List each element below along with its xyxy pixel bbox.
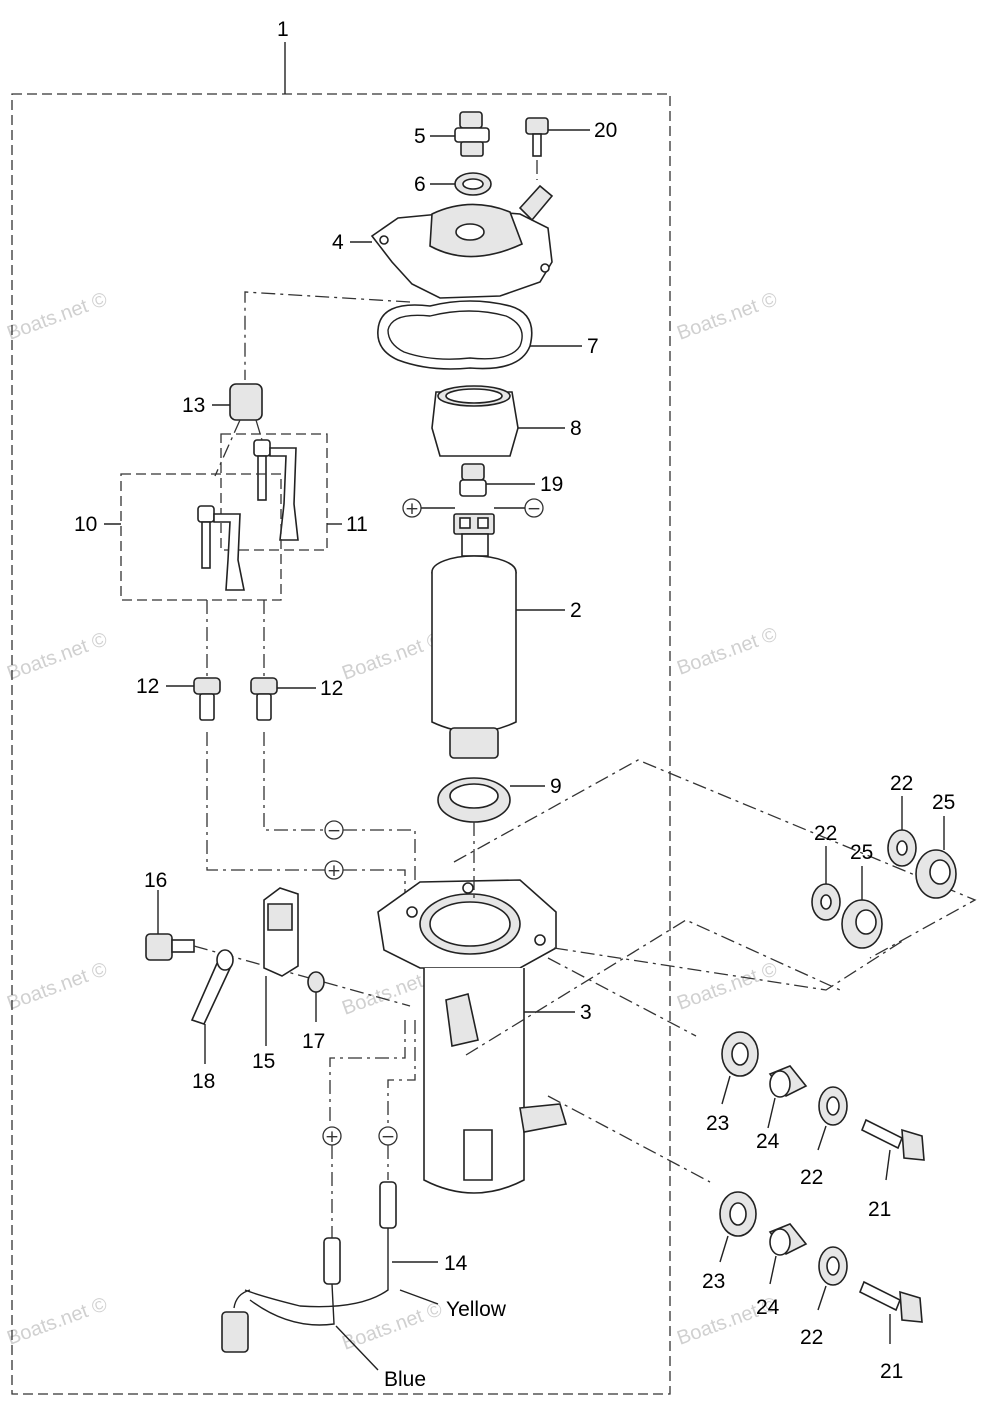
callout-6: 6: [414, 173, 426, 196]
callout-23a: 23: [706, 1112, 729, 1135]
watermark: Boats.net ©: [339, 628, 445, 685]
callout-22b: 22: [890, 772, 913, 795]
fitting-part-5: 5: [414, 111, 490, 157]
callout-8: 8: [570, 417, 582, 440]
watermark: Boats.net ©: [4, 958, 110, 1015]
callout-22d: 22: [800, 1326, 823, 1349]
callout-19: 19: [540, 473, 563, 496]
sleeve-part-24-a: 24: [756, 1065, 808, 1153]
callout-1: 1: [277, 18, 289, 41]
callout-23b: 23: [702, 1270, 725, 1293]
callout-16: 16: [144, 869, 167, 892]
strap-part-18: 18: [190, 949, 234, 1093]
callout-21a: 21: [868, 1198, 891, 1221]
watermark: Boats.net ©: [674, 958, 780, 1015]
bolt-part-21-a: 21: [860, 1118, 925, 1221]
callout-4: 4: [332, 231, 344, 254]
callout-24a: 24: [756, 1130, 780, 1153]
callout-10: 10: [74, 513, 97, 536]
callout-20: 20: [594, 119, 617, 142]
callout-13: 13: [182, 394, 205, 417]
callout-11: 11: [346, 513, 368, 536]
plug-part-12-left: 12: [136, 600, 221, 721]
plus-symbol: +: [325, 1127, 339, 1147]
pump-cover-part-4: 4: [332, 184, 554, 299]
callout-22c: 22: [800, 1166, 823, 1189]
pump-housing-part-3: 3: [377, 879, 592, 1194]
callout-22a: 22: [814, 822, 837, 845]
washer-part-22-d: 22: [800, 1246, 848, 1349]
clip-part-15: 15: [252, 887, 299, 1073]
washer-part-22-c: 22: [800, 1086, 848, 1189]
callout-12b: 12: [320, 677, 343, 700]
pump-terminal-polarity: + −: [402, 498, 544, 519]
callout-2: 2: [570, 599, 582, 622]
washer-part-17: 17: [302, 971, 325, 1053]
terminal-group-part-11: 11: [220, 433, 368, 551]
gasket-part-7: 7: [377, 300, 599, 370]
callout-14: 14: [444, 1252, 468, 1275]
bolt-part-16: 16: [144, 869, 195, 961]
callout-12a: 12: [136, 675, 159, 698]
seal-part-9: 9: [437, 775, 562, 823]
plus-symbol: +: [327, 861, 341, 881]
callout-7: 7: [587, 335, 599, 358]
sleeve-part-24-b: 24: [756, 1223, 808, 1319]
connector-cap-part-13: 13: [182, 383, 263, 421]
wire-label-yellow: Yellow: [446, 1298, 507, 1321]
callout-3: 3: [580, 1001, 592, 1024]
assembly-boundary: [11, 93, 671, 1395]
callout-15: 15: [252, 1050, 275, 1073]
mount-bushing-part-25-b: 25: [915, 791, 957, 899]
callout-17: 17: [302, 1030, 325, 1053]
connector-part-19: 19: [459, 463, 563, 497]
watermark: Boats.net ©: [674, 623, 780, 680]
mount-washer-part-22-a: 22: [811, 822, 841, 921]
watermark: Boats.net ©: [4, 628, 110, 685]
minus-symbol: −: [381, 1127, 395, 1147]
bolt-part-21-b: 21: [858, 1280, 923, 1383]
wire-label-blue: Blue: [384, 1368, 426, 1391]
ring-nut-part-8: 8: [431, 385, 582, 457]
callout-18: 18: [192, 1070, 215, 1093]
callout-25b: 25: [932, 791, 955, 814]
callout-9: 9: [550, 775, 562, 798]
terminal-group-part-10: 10: [74, 473, 282, 601]
mount-washer-part-22-b: 22: [887, 772, 917, 867]
watermark: Boats.net ©: [674, 288, 780, 345]
wire-harness-part-14: + − 14 Yellow Blue: [221, 1126, 507, 1391]
fuel-pump-part-2: 2: [431, 513, 582, 759]
mount-bushing-part-25-a: 25: [841, 841, 883, 949]
minus-symbol: −: [527, 499, 541, 519]
watermark: Boats.net ©: [4, 1293, 110, 1350]
callout-25a: 25: [850, 841, 873, 864]
screw-part-20: 20: [525, 117, 617, 180]
callout-5: 5: [414, 125, 426, 148]
collar-part-23-a: 23: [706, 1031, 759, 1135]
callout-24b: 24: [756, 1296, 780, 1319]
collar-part-23-b: 23: [702, 1191, 757, 1293]
minus-symbol: −: [327, 821, 341, 841]
watermark: Boats.net ©: [4, 288, 110, 345]
o-ring-part-6: 6: [414, 172, 492, 196]
plus-symbol: +: [405, 499, 419, 519]
plug-part-12-right: 12: [250, 600, 343, 721]
callout-21b: 21: [880, 1360, 903, 1383]
